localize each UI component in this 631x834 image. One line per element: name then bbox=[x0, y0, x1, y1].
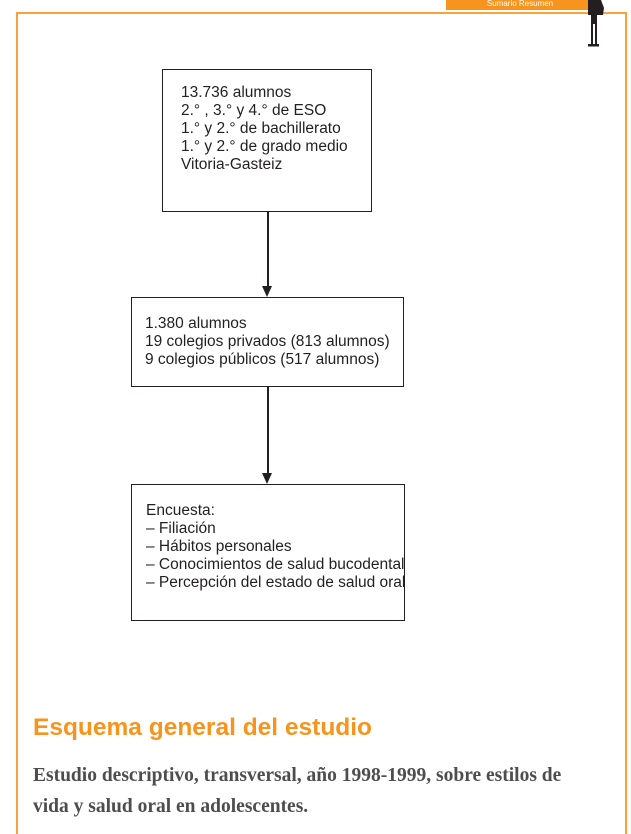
population-line: Vitoria-Gasteiz bbox=[181, 156, 283, 173]
sample-line: 9 colegios públicos (517 alumnos) bbox=[145, 351, 380, 368]
population-line: 1.° y 2.° de bachillerato bbox=[181, 120, 341, 137]
section-tab-label: Sumario Resumen bbox=[486, 0, 554, 8]
section-tab[interactable]: Sumario Resumen bbox=[446, 0, 594, 10]
survey-line: – Conocimientos de salud bucodental bbox=[146, 556, 405, 573]
survey-line: – Filiación bbox=[146, 520, 216, 537]
arrow-head bbox=[262, 473, 272, 484]
population-line: 2.° , 3.° y 4.° de ESO bbox=[181, 102, 327, 119]
flow-arrow bbox=[262, 212, 274, 297]
survey-line: – Percepción del estado de salud oral bbox=[146, 574, 406, 591]
section-title: Esquema general del estudio bbox=[33, 714, 373, 741]
population-line: 1.° y 2.° de grado medio bbox=[181, 138, 348, 155]
sample-box: 1.380 alumnos 19 colegios privados (813 … bbox=[131, 297, 404, 387]
arrow-shaft bbox=[267, 387, 269, 473]
survey-line: Encuesta: bbox=[146, 502, 215, 519]
sample-line: 1.380 alumnos bbox=[145, 315, 247, 332]
arrow-head bbox=[262, 286, 272, 297]
survey-line: – Hábitos personales bbox=[146, 538, 292, 555]
arrow-shaft bbox=[267, 212, 269, 286]
study-description: Estudio descriptivo, transversal, año 19… bbox=[33, 765, 562, 817]
population-box: 13.736 alumnos 2.° , 3.° y 4.° de ESO 1.… bbox=[162, 69, 372, 212]
page-frame bbox=[16, 12, 627, 834]
population-line: 13.736 alumnos bbox=[181, 84, 292, 101]
flow-arrow bbox=[262, 387, 274, 484]
person-figure-icon bbox=[588, 0, 604, 47]
survey-box: Encuesta: – Filiación – Hábitos personal… bbox=[131, 484, 405, 621]
sample-line: 19 colegios privados (813 alumnos) bbox=[145, 333, 390, 350]
